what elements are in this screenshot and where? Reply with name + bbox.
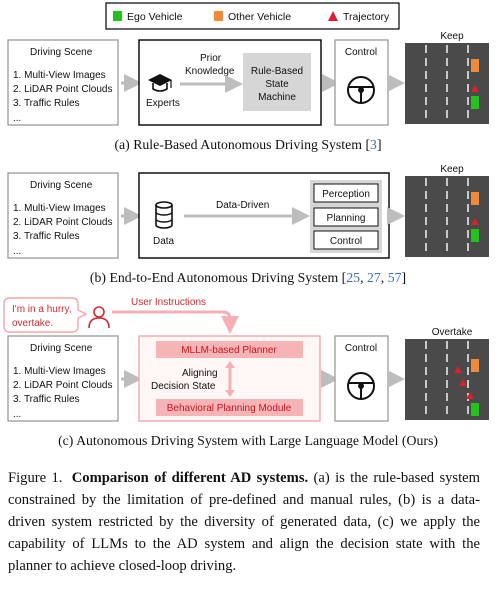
- input-item-b-3: 3. Traffic Rules: [13, 231, 80, 242]
- state-machine-line-2: State: [265, 79, 289, 90]
- other-vehicle-swatch: [214, 11, 223, 21]
- other-vehicle: [471, 59, 479, 72]
- ego-vehicle: [471, 229, 479, 242]
- caption-c: (c) Autonomous Driving System with Large…: [58, 433, 438, 449]
- row-b: Driving Scene 1. Multi-View Images 2. Li…: [7, 164, 489, 259]
- user-icon: [88, 306, 110, 329]
- aligning-line-1: Aligning: [182, 368, 218, 379]
- ego-vehicle: [471, 96, 479, 109]
- prior-knowledge-line-2: Knowledge: [185, 66, 235, 77]
- input-item-c-1: 1. Multi-View Images: [13, 366, 106, 377]
- bubble-line-2: overtake.: [12, 318, 53, 329]
- steering-wheel-icon: [347, 76, 375, 104]
- legend-traj-label: Trajectory: [343, 11, 390, 23]
- caption-a: (a) Rule-Based Autonomous Driving System…: [114, 137, 381, 153]
- figure-label: Figure 1.: [8, 470, 63, 486]
- steering-wheel-icon: [347, 372, 375, 400]
- input-item-a-2: 2. LiDAR Point Clouds: [13, 84, 113, 95]
- trajectory-marker: [466, 392, 474, 399]
- legend-other-label: Other Vehicle: [228, 11, 291, 23]
- input-item-c-4: ...: [13, 409, 21, 420]
- trajectory-marker: [454, 366, 462, 373]
- figure-caption-text: (a) is the rule-based system constrained…: [8, 470, 480, 574]
- input-item-a-1: 1. Multi-View Images: [13, 70, 106, 81]
- row-a: Driving Scene 1. Multi-View Images 2. Li…: [7, 31, 489, 126]
- input-title-b: Driving Scene: [30, 180, 93, 191]
- control-title-c: Control: [345, 343, 377, 354]
- legend: Ego Vehicle Other Vehicle Trajectory: [105, 2, 400, 30]
- input-item-b-2: 2. LiDAR Point Clouds: [13, 217, 113, 228]
- data-label: Data: [153, 236, 175, 247]
- module-perception-box: [313, 183, 379, 203]
- bubble-line-1: I'm in a hurry,: [12, 304, 72, 315]
- control-box-a: [334, 39, 389, 126]
- module-control-box: [313, 230, 379, 250]
- trajectory-marker: [471, 218, 479, 225]
- output-label-a: Keep: [440, 31, 464, 42]
- output-label-b: Keep: [440, 164, 464, 175]
- trajectory-marker: [471, 85, 479, 92]
- legend-ego-label: Ego Vehicle: [127, 11, 183, 23]
- prior-knowledge-line-1: Prior: [200, 53, 222, 64]
- state-machine-line-3: Machine: [258, 92, 296, 103]
- state-machine-box: [243, 53, 311, 111]
- arrow-user-instructions: [112, 310, 239, 334]
- input-item-c-3: 3. Traffic Rules: [13, 394, 80, 405]
- other-vehicle: [471, 192, 479, 205]
- input-box-c: [7, 335, 119, 422]
- input-item-c-2: 2. LiDAR Point Clouds: [13, 380, 113, 391]
- control-box-c: [334, 335, 389, 422]
- trajectory-marker: [459, 379, 467, 386]
- caption-b: (b) End-to-End Autonomous Driving System…: [90, 270, 406, 286]
- input-title-c: Driving Scene: [30, 343, 93, 354]
- figure-title: Comparison of different AD systems.: [71, 470, 309, 486]
- input-title-a: Driving Scene: [30, 47, 93, 58]
- behavioral-module-label: Behavioral Planning Module: [167, 403, 292, 414]
- bidirectional-arrow-icon: [225, 361, 235, 397]
- other-vehicle: [471, 359, 479, 372]
- module-planning-box: [313, 207, 379, 227]
- experts-label: Experts: [146, 98, 180, 109]
- mllm-planner-label: MLLM-based Planner: [181, 345, 277, 356]
- input-item-a-3: 3. Traffic Rules: [13, 98, 80, 109]
- data-driven-label: Data-Driven: [216, 200, 269, 211]
- state-machine-line-1: Rule-Based: [251, 66, 303, 77]
- aligning-line-2: Decision State: [151, 381, 216, 392]
- figure-caption: Figure 1. Comparison of different AD sys…: [8, 467, 480, 577]
- output-label-c: Overtake: [432, 327, 473, 338]
- input-box-b: [7, 172, 119, 259]
- speech-bubble: [3, 297, 88, 333]
- database-icon: [155, 201, 173, 229]
- module-planning: Planning: [327, 213, 366, 224]
- ego-vehicle: [471, 403, 479, 416]
- trajectory-triangle-icon: [328, 11, 338, 21]
- input-item-b-4: ...: [13, 246, 21, 257]
- diagram-canvas: Ego Vehicle Other Vehicle Trajectory Dri…: [3, 2, 489, 449]
- ego-vehicle-swatch: [113, 11, 122, 21]
- graduation-cap-icon: [148, 74, 172, 92]
- module-control: Control: [330, 236, 362, 247]
- control-title-a: Control: [345, 47, 377, 58]
- mllm-planner-box: [156, 341, 303, 358]
- module-perception: Perception: [322, 189, 370, 200]
- input-item-a-4: ...: [13, 113, 21, 124]
- road-scene-c: [405, 339, 489, 420]
- road-scene-a: [405, 43, 489, 124]
- behavioral-module-box: [156, 399, 303, 416]
- road-scene-b: [405, 176, 489, 257]
- input-item-b-1: 1. Multi-View Images: [13, 203, 106, 214]
- row-c: I'm in a hurry, overtake. User Instructi…: [3, 297, 489, 422]
- user-instructions-label: User Instructions: [131, 297, 206, 308]
- input-box-a: [7, 39, 119, 126]
